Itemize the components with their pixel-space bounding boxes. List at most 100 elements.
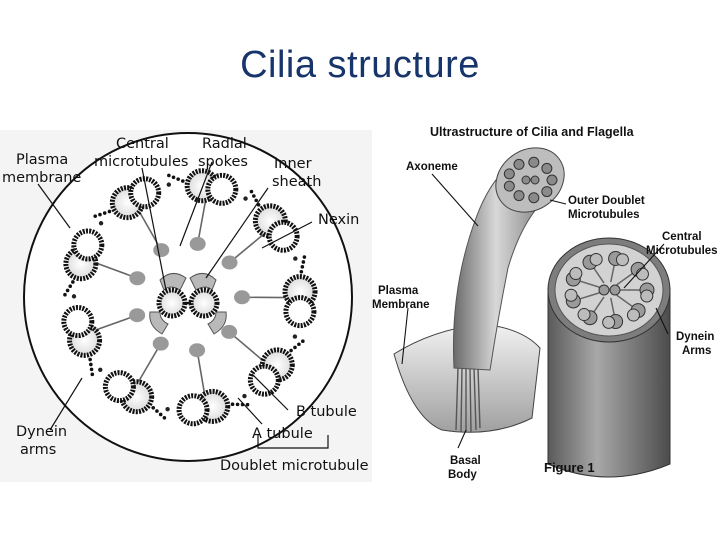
- axoneme-doublet: [513, 158, 525, 170]
- dynein-arm-dot: [155, 409, 159, 413]
- axoneme-doublet: [528, 192, 540, 204]
- right-leader-lines: [401, 173, 669, 449]
- central-microtubule: [188, 287, 220, 319]
- axoneme-doublet: [513, 190, 525, 202]
- doublet: [102, 370, 167, 420]
- cylinder-doublet-b: [626, 308, 640, 322]
- dynein-arm-dot: [181, 179, 185, 183]
- axoneme-doublet: [541, 162, 553, 174]
- inner-sheath: [149, 273, 227, 335]
- label-plasma-membrane-line2: membrane: [2, 170, 81, 186]
- label-basal-line2: Body: [448, 469, 477, 481]
- cylinder-central-tubule: [598, 284, 610, 296]
- doublet: [282, 255, 318, 329]
- dynein-arm-dot: [102, 211, 107, 215]
- dynein-arm-dot: [167, 173, 171, 178]
- spoke-head: [233, 290, 250, 305]
- axoneme-doublet: [503, 180, 515, 192]
- label-dynein-line1: Dynein: [676, 331, 714, 343]
- nexin-link: [292, 334, 298, 339]
- spoke-head: [129, 271, 146, 286]
- label-central-line2: microtubules: [94, 154, 188, 170]
- label-inner-sheath-line1: Inner: [274, 156, 312, 172]
- dynein-arm-dot: [235, 402, 240, 407]
- ultrastructure-title: Ultrastructure of Cilia and Flagella: [430, 125, 635, 139]
- label-dynein-line2: arms: [20, 442, 56, 458]
- radial-spoke: [137, 343, 162, 383]
- axoneme-doublet: [541, 186, 553, 198]
- dynein-arm-dot: [300, 265, 305, 269]
- dynein-arm-dot: [293, 345, 297, 350]
- label-outer-doublet-line2: Microtubules: [568, 209, 640, 221]
- dynein-arm-dot: [301, 339, 305, 344]
- figure-caption: Figure 1: [544, 460, 595, 475]
- spoke-head: [129, 308, 146, 323]
- b-tubule: [102, 370, 136, 404]
- axoneme-central-tubule: [521, 175, 531, 185]
- doublet-microtubules: [61, 168, 318, 427]
- cylinder-central-tubule: [609, 284, 621, 296]
- label-dynein-line2: Arms: [682, 345, 711, 357]
- label-basal-line1: Basal: [450, 455, 481, 467]
- cylinder-doublet-b: [589, 252, 603, 266]
- dynein-arm-dot: [254, 198, 259, 203]
- doublet: [63, 228, 105, 297]
- label-a-tubule: A tubule: [252, 426, 313, 442]
- nexin-link: [243, 196, 248, 201]
- dynein-arm-dot: [249, 189, 254, 194]
- label-plasma-line2: Membrane: [372, 299, 430, 311]
- b-tubule: [205, 172, 239, 206]
- b-tubule: [283, 295, 317, 329]
- slide-title: Cilia structure: [240, 44, 480, 86]
- label-inner-sheath-line2: sheath: [272, 174, 321, 190]
- dynein-arm-dot: [171, 175, 176, 180]
- doublet: [247, 339, 305, 397]
- nexin-link: [165, 406, 170, 412]
- central-microtubule: [156, 287, 188, 319]
- nexin-link: [293, 256, 298, 261]
- dynein-arm-dot: [89, 367, 94, 372]
- doublet: [167, 168, 239, 206]
- label-plasma-membrane-line1: Plasma: [16, 152, 68, 168]
- nexin-link: [242, 393, 247, 399]
- cylinder-doublets: [564, 250, 655, 330]
- dynein-arm-dot: [289, 348, 293, 353]
- label-doublet-microtubule: Doublet microtubule: [220, 458, 369, 474]
- dynein-arm-dot: [90, 372, 95, 377]
- spoke-head: [221, 324, 238, 339]
- radial-spoke: [138, 211, 162, 251]
- cilium-cross-section-diagram: Plasma membrane Central microtubules Rad…: [0, 130, 372, 482]
- cylinder-doublet-b: [602, 315, 616, 329]
- dynein-arm-dot: [71, 280, 75, 284]
- dynein-arm-dot: [297, 342, 301, 347]
- spoke-head: [221, 255, 238, 270]
- label-central-line1: Central: [116, 136, 169, 152]
- label-outer-doublet-line1: Outer Doublet: [568, 195, 645, 207]
- axoneme-doublet: [503, 168, 515, 180]
- plasma-membrane-shape: [393, 323, 541, 433]
- dynein-arm-dot: [301, 260, 306, 264]
- b-tubule: [176, 393, 210, 427]
- b-tubule: [61, 305, 95, 339]
- dynein-arm-dot: [302, 255, 307, 259]
- label-b-tubule: B tubule: [296, 404, 357, 420]
- cylinder-doublet-b: [615, 253, 629, 267]
- label-dynein-line1: Dynein: [16, 424, 67, 440]
- b-tubule: [247, 363, 281, 397]
- spoke-head: [152, 336, 169, 351]
- label-axoneme: Axoneme: [406, 161, 458, 173]
- label-radial-line1: Radial: [202, 136, 247, 152]
- dynein-arm-dot: [65, 288, 70, 293]
- b-tubule: [266, 219, 300, 253]
- label-radial-line2: spokes: [198, 154, 248, 170]
- label-nexin: Nexin: [318, 212, 359, 228]
- dynein-arm-dot: [252, 194, 256, 198]
- dynein-arm-dot: [245, 402, 250, 407]
- dynein-arm-dot: [88, 357, 92, 362]
- nexin-link: [98, 221, 104, 226]
- doublet: [249, 189, 300, 253]
- axoneme-doublet: [528, 156, 540, 168]
- dynein-arm-dot: [299, 269, 304, 274]
- dynein-arm-dot: [162, 415, 167, 420]
- radial-spoke: [196, 200, 207, 245]
